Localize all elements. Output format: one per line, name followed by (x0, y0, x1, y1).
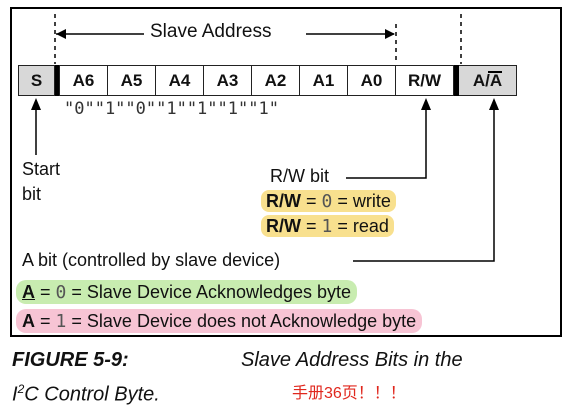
ack-rest: = Slave Device Acknowledges byte (71, 282, 352, 302)
bit-a3: A3 (203, 65, 252, 96)
rw-arrowhead-icon (421, 98, 431, 110)
bit-a1: A1 (299, 65, 348, 96)
figure-number: FIGURE 5-9: (12, 349, 129, 371)
rw-write-name: R/W (266, 191, 301, 211)
a-bit-label: A bit (controlled by slave device) (22, 250, 281, 270)
rw-read-rest: = read (337, 216, 389, 236)
rw-read-name: R/W (266, 216, 301, 236)
ack-eq: = (40, 282, 51, 302)
figure-title-i: I (12, 383, 18, 406)
bit-values: "0""1""0""1""1""1""1" (64, 99, 279, 119)
bit-a4: A4 (155, 65, 204, 96)
figure-title-line1: Slave Address Bits in the (241, 349, 463, 371)
control-byte-row: S A6 A5 A4 A3 A2 A1 A0 R/W A/A (18, 65, 517, 96)
ack-arrow (353, 107, 495, 262)
ack-row: A = 0 = Slave Device Acknowledges byte (16, 280, 358, 304)
start-label-line2: bit (22, 184, 42, 204)
bit-rw-label: R/W (407, 70, 442, 90)
figure-title-line2: I2C Control Byte. (12, 377, 160, 407)
nack-rest: = Slave Device does not Acknowledge byte (71, 311, 417, 331)
nack-row: A = 1 = Slave Device does not Acknowledg… (16, 309, 423, 333)
bit-a5: A5 (107, 65, 156, 96)
rw-read-eq: = (306, 216, 317, 236)
arrowhead-right-icon (385, 29, 395, 39)
nack-value: 1 (55, 311, 67, 332)
bit-a6: A6 (59, 65, 108, 96)
nack-name: A (22, 311, 35, 331)
manual-page-note: 手册36页！！！ (292, 385, 406, 402)
start-label-line1: Start (22, 159, 61, 179)
bit-ack: A/A (459, 65, 517, 96)
separator-bar (454, 65, 459, 96)
rw-write-rest: = write (337, 191, 391, 211)
rw-read-row: R/W = 1 = read (261, 215, 394, 238)
figure-title-sup: 2 (17, 382, 25, 396)
bit-rw: R/W (395, 65, 454, 96)
bit-a0: A0 (347, 65, 396, 96)
rw-write-row: R/W = 0 = write (261, 190, 396, 213)
figure-title-rest: C Control Byte. (24, 383, 160, 406)
bit-ack-label: A/A (472, 70, 503, 91)
bit-a2: A2 (251, 65, 300, 96)
rw-read-value: 1 (321, 216, 333, 237)
bit-start: S (18, 65, 55, 96)
start-arrowhead-icon (31, 98, 41, 110)
rw-arrow (346, 107, 427, 179)
ack-name: A (22, 282, 35, 302)
arrowhead-left-icon (56, 29, 66, 39)
nack-eq: = (40, 311, 51, 331)
slave-address-label: Slave Address (150, 21, 272, 42)
ack-value: 0 (55, 282, 67, 303)
rw-write-eq: = (306, 191, 317, 211)
ack-arrowhead-icon (489, 98, 499, 110)
rw-bit-label: R/W bit (270, 166, 330, 186)
rw-write-value: 0 (321, 191, 333, 212)
separator-bar (55, 65, 60, 96)
